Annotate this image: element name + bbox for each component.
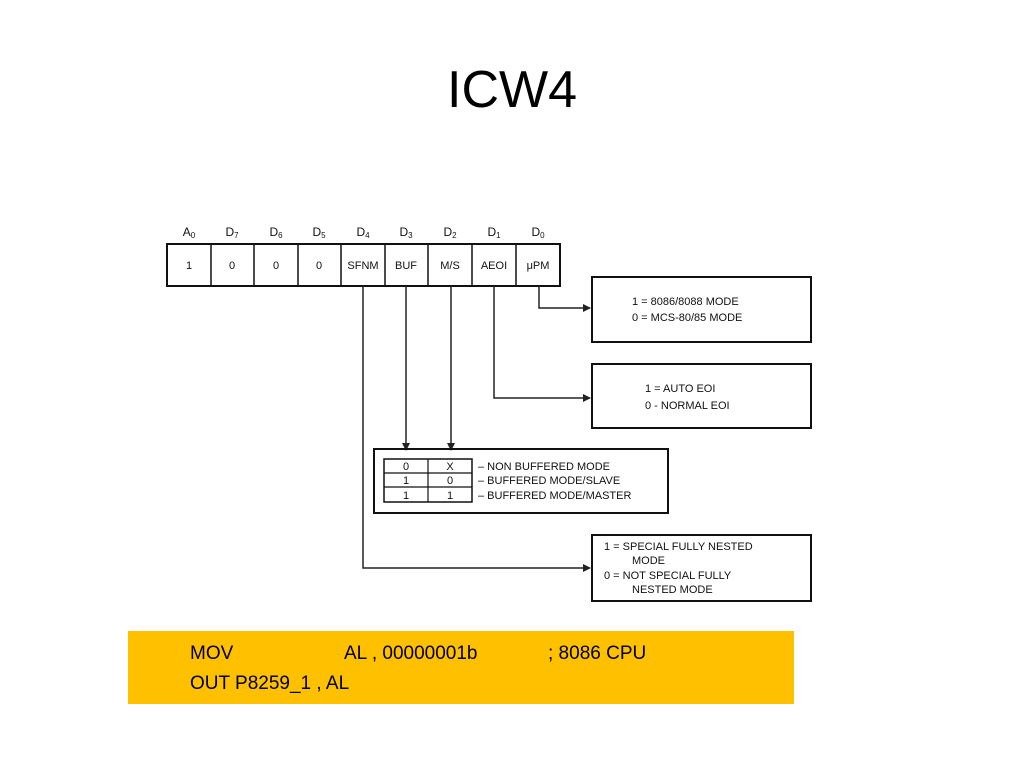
- buf-row1-desc: – NON BUFFERED MODE: [478, 461, 610, 473]
- code-line1-args: AL , 00000001b: [344, 643, 478, 664]
- buf-row2-ms: 0: [447, 475, 453, 487]
- sfnm-line3: 0 = NOT SPECIAL FULLY: [604, 570, 732, 582]
- header-d1: D1: [487, 225, 501, 240]
- header-d3: D3: [399, 225, 413, 240]
- buf-row2-desc: – BUFFERED MODE/SLAVE: [478, 475, 620, 487]
- code-line1-op: MOV: [190, 643, 234, 664]
- aeoi-line1: 1 = AUTO EOI: [645, 383, 715, 395]
- cell-buf: BUF: [395, 260, 417, 272]
- header-a0: A0: [183, 225, 196, 240]
- code-block: MOV AL , 00000001b ; 8086 CPU OUT P8259_…: [128, 631, 794, 704]
- cell-upm: μPM: [527, 260, 550, 272]
- sfnm-connector: [362, 286, 591, 572]
- header-d7: D7: [225, 225, 239, 240]
- header-d0: D0: [531, 225, 545, 240]
- aeoi-line2: 0 - NORMAL EOI: [645, 400, 730, 412]
- header-d5: D5: [312, 225, 326, 240]
- sfnm-line4: NESTED MODE: [632, 584, 713, 596]
- slide-title: ICW4: [447, 61, 577, 119]
- cell-aeoi: AEOI: [481, 260, 507, 272]
- upm-mode-box: 1 = 8086/8088 MODE 0 = MCS-80/85 MODE: [591, 276, 812, 343]
- sfnm-line1: 1 = SPECIAL FULLY NESTED: [604, 541, 753, 553]
- register-headers: A0 D7 D6 D5 D4 D3 D2 D1 D0: [183, 225, 545, 240]
- sfnm-mode-box: 1 = SPECIAL FULLY NESTED MODE 0 = NOT SP…: [591, 534, 812, 602]
- connectors: [362, 286, 591, 572]
- sfnm-line2: MODE: [632, 555, 665, 567]
- cell-d6: 0: [273, 260, 279, 272]
- cell-a0: 1: [186, 260, 192, 272]
- upm-line2: 0 = MCS-80/85 MODE: [632, 312, 742, 324]
- buf-row3-ms: 1: [447, 490, 453, 502]
- aeoi-mode-box: 1 = AUTO EOI 0 - NORMAL EOI: [591, 363, 812, 429]
- code-line1-comment: ; 8086 CPU: [548, 643, 647, 664]
- header-d6: D6: [269, 225, 283, 240]
- upm-connector: [538, 286, 591, 312]
- buf-row2-buf: 1: [403, 475, 409, 487]
- buf-row3-buf: 1: [403, 490, 409, 502]
- header-d2: D2: [443, 225, 457, 240]
- cell-d7: 0: [229, 260, 235, 272]
- buf-row1-buf: 0: [403, 461, 409, 473]
- code-line2: OUT P8259_1 , AL: [190, 673, 350, 694]
- cell-ms: M/S: [440, 260, 460, 272]
- register-row: 1 0 0 0 SFNM BUF M/S AEOI μPM: [166, 243, 561, 287]
- cell-d5: 0: [316, 260, 322, 272]
- buffer-mode-table: 0 X – NON BUFFERED MODE 1 0 – BUFFERED M…: [373, 448, 669, 514]
- header-d4: D4: [356, 225, 370, 240]
- aeoi-connector: [493, 286, 591, 402]
- cell-sfnm: SFNM: [347, 260, 378, 272]
- upm-line1: 1 = 8086/8088 MODE: [632, 296, 739, 308]
- buf-row1-ms: X: [446, 461, 454, 473]
- buf-row3-desc: – BUFFERED MODE/MASTER: [478, 490, 631, 502]
